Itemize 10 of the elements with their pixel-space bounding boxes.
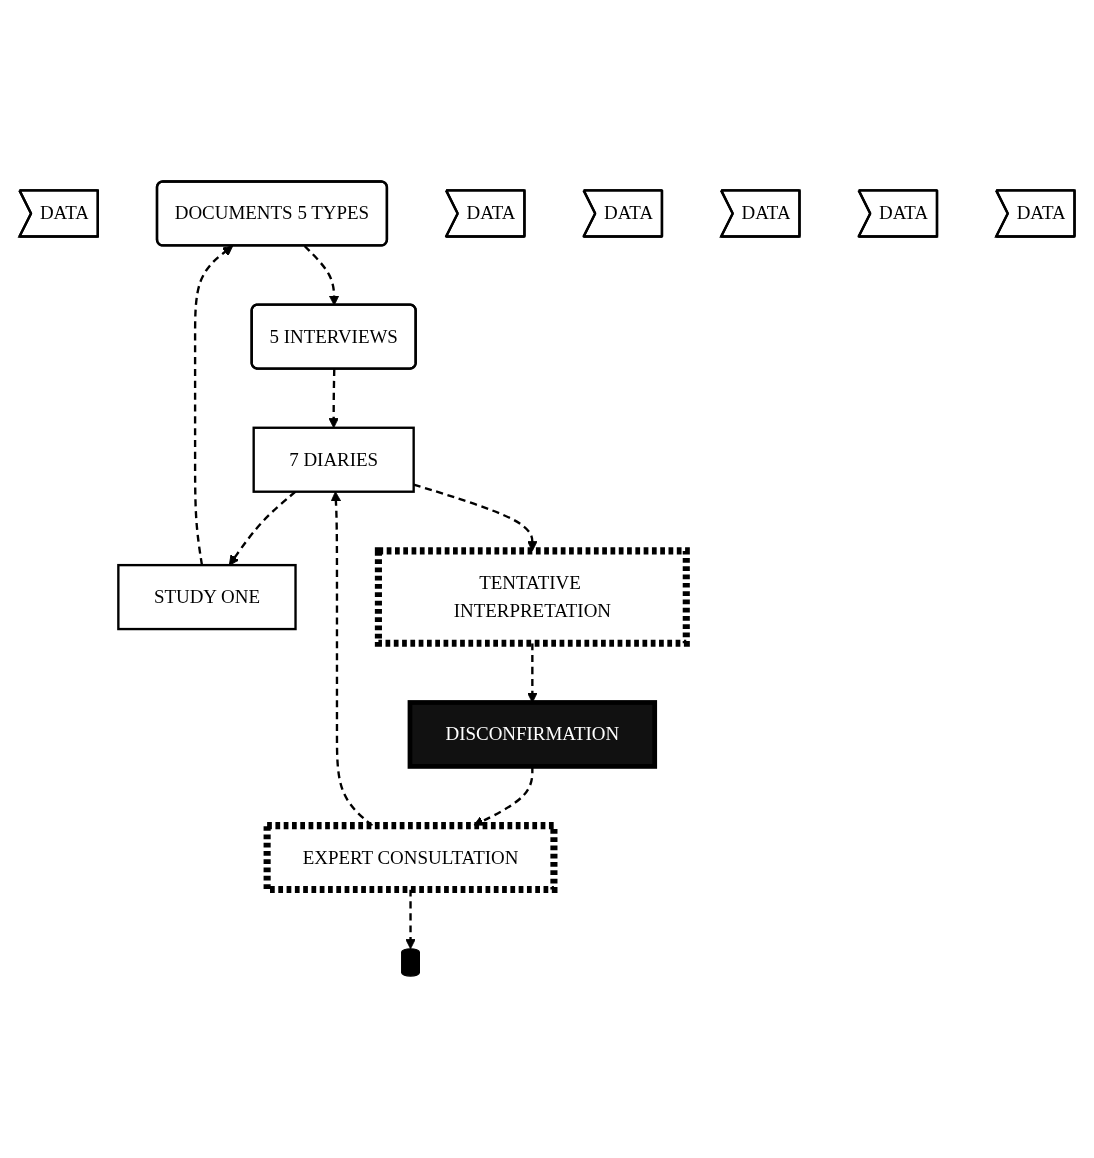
node-box: TENTATIVE INTERPRETATION	[374, 547, 690, 648]
node-box: STUDY ONE	[117, 564, 297, 631]
node-cylinder	[401, 948, 420, 977]
arrow	[228, 491, 297, 566]
arrow	[328, 369, 339, 429]
node-box: DISCONFIRMATION	[407, 700, 658, 769]
node-box: 7 DIARIES	[252, 426, 415, 494]
arrow	[193, 245, 234, 566]
arrow	[330, 491, 374, 827]
node-box: EXPERT CONSULTATION	[263, 822, 558, 894]
